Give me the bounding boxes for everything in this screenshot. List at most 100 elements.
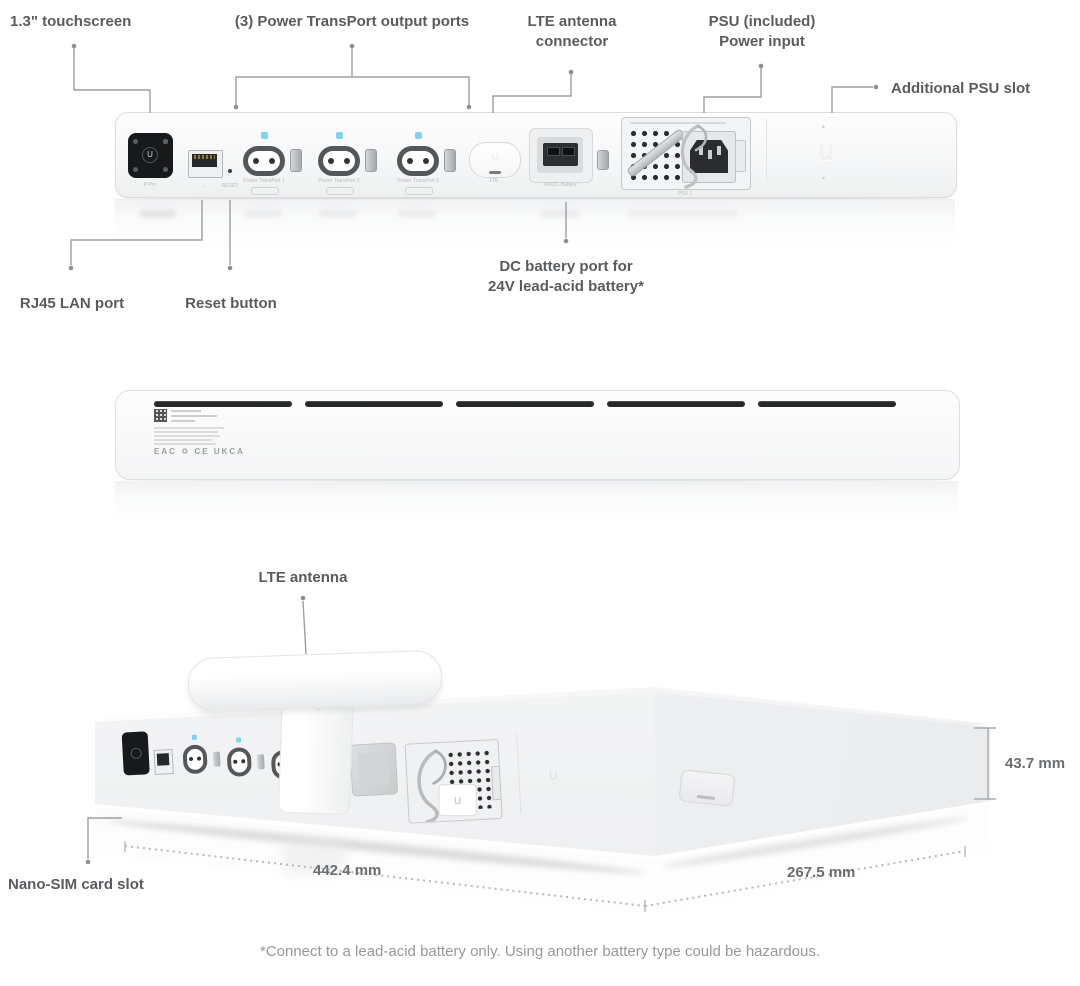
power-outlet bbox=[318, 146, 360, 176]
battery-connector bbox=[543, 143, 578, 166]
psu-bail-wire bbox=[417, 749, 447, 823]
battery-warning-footnote: *Connect to a lead-acid battery only. Us… bbox=[259, 943, 821, 960]
sticker-text-line bbox=[171, 420, 195, 422]
callout-line-additional-psu bbox=[831, 86, 873, 113]
callout-line-lte-connector bbox=[492, 74, 572, 113]
device-rear-panel: U P Pro ↔ RESET Power TransPort 1 Power … bbox=[115, 112, 957, 198]
power-outlet bbox=[243, 146, 285, 176]
reflection-smudge bbox=[628, 210, 738, 218]
additional-psu-slot-logo-icon: u bbox=[548, 763, 559, 784]
psu-module[interactable] bbox=[621, 117, 751, 190]
touchscreen[interactable] bbox=[121, 731, 150, 776]
dimension-depth: 267.5 mm bbox=[787, 864, 856, 881]
callout-lte-antenna: LTE antenna bbox=[258, 569, 348, 586]
port-label: Power TransPort 3 bbox=[397, 178, 439, 184]
reset-button[interactable] bbox=[228, 169, 232, 173]
callout-psu-input: PSU (included)Power input bbox=[708, 13, 816, 50]
dc-battery-port[interactable] bbox=[529, 128, 609, 183]
regulatory-sticker: EAC ♻ CE UKCA bbox=[154, 409, 354, 461]
sticker-text-line bbox=[154, 435, 220, 437]
psu-latch[interactable] bbox=[735, 140, 746, 172]
dimension-width: 442.4 mm bbox=[313, 862, 382, 879]
vent-slot bbox=[305, 401, 443, 407]
reflection-smudge bbox=[398, 210, 436, 217]
callout-nano-sim-slot: Nano-SIM card slot bbox=[8, 876, 144, 893]
recess-handle bbox=[696, 795, 716, 800]
slot-arrow-up-icon: ▴ bbox=[822, 124, 826, 130]
vent-slot bbox=[607, 401, 745, 407]
callout-line-psu-input bbox=[703, 68, 762, 113]
port-rating-badge bbox=[251, 187, 279, 195]
vent-slot bbox=[154, 401, 292, 407]
ubiquiti-logo-icon: U bbox=[142, 147, 158, 163]
slot-arrow-down-icon: ▾ bbox=[822, 176, 826, 182]
sticker-text-line bbox=[154, 443, 216, 445]
touchscreen[interactable]: U bbox=[128, 133, 173, 178]
battery-port-well bbox=[357, 751, 390, 788]
side-panel-recess[interactable] bbox=[678, 769, 736, 807]
psu-spec-text bbox=[630, 122, 726, 124]
rj45-lan-port[interactable] bbox=[188, 150, 223, 178]
sticker-text-line bbox=[171, 415, 217, 417]
iec-pin bbox=[717, 146, 721, 155]
rj45-pins bbox=[194, 155, 215, 159]
port-label: Power TransPort 2 bbox=[318, 178, 360, 184]
rj45-lan-port[interactable] bbox=[153, 748, 174, 775]
sticker-text-line bbox=[154, 427, 224, 429]
port-rating-badge bbox=[405, 187, 433, 195]
vent-slot bbox=[456, 401, 594, 407]
port-led-indicator bbox=[415, 132, 422, 139]
reflection-smudge bbox=[244, 210, 282, 217]
port-label: Power TransPort 1 bbox=[243, 178, 285, 184]
perspective-rear-panel-contents: u u bbox=[95, 692, 672, 872]
power-transport-port-2[interactable]: Power TransPort 2 bbox=[318, 132, 377, 195]
cable-clip bbox=[290, 149, 302, 172]
callout-reset-button: Reset button bbox=[185, 295, 277, 312]
psu-latch[interactable] bbox=[490, 765, 502, 801]
callout-touchscreen: 1.3" touchscreen bbox=[10, 13, 132, 30]
lte-antenna-bar[interactable] bbox=[187, 649, 443, 713]
iec-pin bbox=[699, 146, 703, 155]
cable-clip bbox=[597, 150, 609, 170]
port-rating-badge bbox=[326, 187, 354, 195]
screen-icon bbox=[133, 139, 138, 144]
qr-code bbox=[154, 409, 167, 422]
power-transport-port-1[interactable] bbox=[182, 734, 210, 781]
additional-psu-slot-logo-icon: u bbox=[818, 136, 834, 166]
psu-label: PSU 1 bbox=[677, 191, 693, 197]
reflection-smudge bbox=[319, 210, 357, 217]
sticker-text-line bbox=[154, 439, 212, 441]
power-outlet bbox=[226, 746, 253, 778]
psu-module[interactable]: u bbox=[404, 738, 503, 824]
lan-port-label: ↔ bbox=[201, 183, 207, 189]
reflection-smudge bbox=[540, 210, 580, 218]
power-transport-port-3[interactable]: Power TransPort 3 bbox=[397, 132, 456, 195]
reflection-smudge bbox=[140, 210, 176, 218]
reset-label: RESET bbox=[221, 183, 239, 189]
psu-pull-tab[interactable]: u bbox=[438, 784, 477, 817]
ubiquiti-logo-icon bbox=[130, 747, 142, 760]
power-transport-port-1[interactable]: Power TransPort 1 bbox=[243, 132, 302, 195]
vent-slot bbox=[758, 401, 896, 407]
power-transport-port-2[interactable] bbox=[226, 737, 254, 784]
battery-label: 24VDC Battery bbox=[543, 182, 577, 188]
device-bottom-panel: EAC ♻ CE UKCA bbox=[115, 390, 960, 480]
screen-icon bbox=[133, 167, 138, 172]
callout-output-ports: (3) Power TransPort output ports bbox=[234, 13, 470, 30]
rj45-socket bbox=[156, 753, 170, 766]
dc-battery-port[interactable] bbox=[349, 742, 399, 797]
lte-antenna-connector[interactable]: u bbox=[469, 142, 521, 178]
dimension-height: 43.7 mm bbox=[1005, 755, 1066, 772]
port-led-indicator bbox=[261, 132, 268, 139]
ubiquiti-logo-icon: u bbox=[491, 148, 499, 163]
screen-label: P Pro bbox=[143, 182, 157, 188]
lte-label: LTE bbox=[489, 178, 499, 184]
cable-clip bbox=[212, 751, 221, 767]
slot-divider bbox=[516, 733, 522, 814]
port-led-indicator bbox=[191, 734, 198, 740]
power-outlet bbox=[397, 146, 439, 176]
port-led-indicator bbox=[236, 737, 242, 743]
